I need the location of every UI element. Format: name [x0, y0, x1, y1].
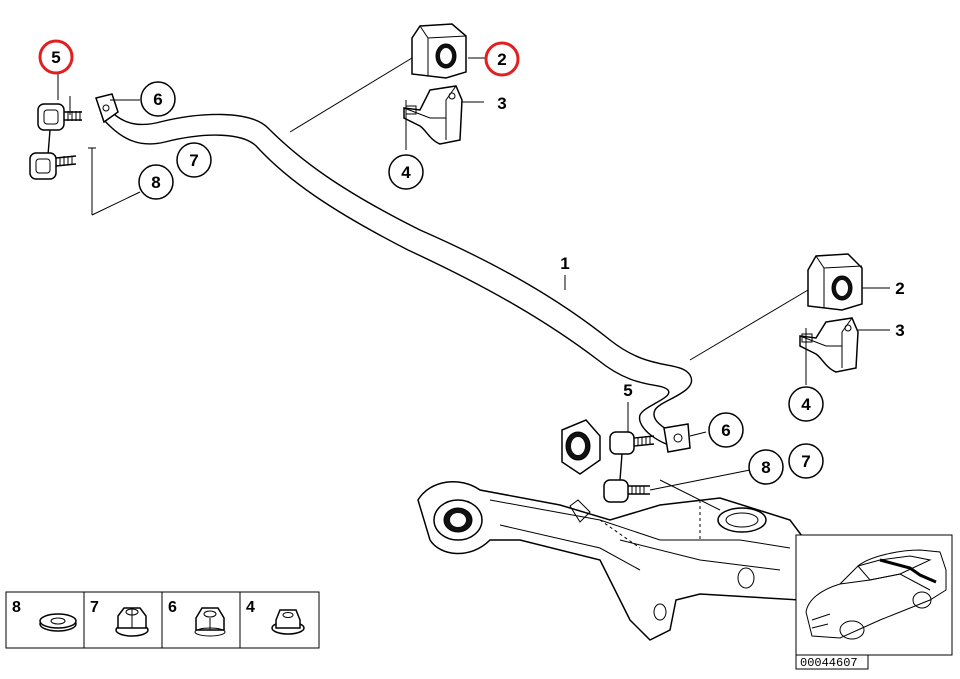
callout-4-right: 4 [788, 386, 824, 422]
callout-label: 7 [189, 151, 198, 170]
callout-5-right: 5 [623, 381, 632, 400]
callout-3-right: 3 [895, 321, 904, 340]
reference-number: 00044607 [800, 656, 858, 670]
callout-label: 2 [497, 50, 506, 69]
legend-cell-washer: 8 [12, 599, 77, 632]
left-bracket [403, 85, 463, 145]
callout-label: 6 [721, 421, 730, 440]
flange-nut-icon [271, 609, 305, 635]
callout-1: 1 [560, 254, 569, 273]
hex-nut-icon [194, 607, 226, 637]
callout-label: 8 [151, 173, 160, 192]
callout-6-right: 6 [708, 412, 744, 448]
callout-2-right: 2 [895, 279, 904, 298]
rear-axle-carrier [417, 481, 821, 641]
callout-8-top: 8 [138, 164, 174, 200]
hardware-legend: 8 7 6 4 [5, 591, 320, 649]
callout-2-top: 2 [484, 41, 520, 77]
callout-label: 6 [153, 90, 162, 109]
right-stabilizer-link [561, 419, 655, 503]
washer-icon [39, 613, 77, 632]
vehicle-locator-thumbnail [795, 534, 953, 656]
legend-cell-flange-nut: 4 [246, 599, 305, 635]
left-rubber-mounting [411, 23, 467, 79]
callout-label: 3 [895, 321, 904, 340]
callout-label: 8 [761, 458, 770, 477]
legend-label: 8 [12, 599, 21, 616]
callout-7-top: 7 [176, 142, 212, 178]
callout-label: 1 [560, 254, 569, 273]
left-stabilizer-link [29, 103, 82, 180]
callout-7-right: 7 [788, 443, 824, 479]
legend-label: 6 [168, 599, 177, 616]
callout-label: 5 [51, 48, 60, 67]
legend-cell-hex-nut: 6 [168, 599, 226, 637]
legend-cell-collar-nut: 7 [90, 599, 149, 637]
callout-label: 2 [895, 279, 904, 298]
leader-lines [57, 57, 890, 511]
legend-label: 7 [90, 599, 99, 616]
stabilizer-bar [95, 93, 693, 453]
callout-label: 3 [497, 94, 506, 113]
right-rubber-mounting [807, 253, 863, 311]
callout-8-right: 8 [748, 449, 784, 485]
callout-3-top: 3 [497, 94, 506, 113]
car-icon [805, 549, 947, 640]
right-bracket [799, 317, 859, 373]
callout-6-top: 6 [140, 81, 176, 117]
callout-4-top: 4 [388, 154, 424, 190]
legend-label: 4 [246, 599, 255, 616]
callout-label: 7 [801, 452, 810, 471]
collar-nut-icon [115, 607, 149, 637]
reference-number-box: 00044607 [795, 654, 869, 670]
callout-label: 4 [401, 163, 411, 182]
callout-label: 4 [801, 395, 811, 414]
callout-label: 5 [623, 381, 632, 400]
callout-5-top: 5 [38, 39, 74, 75]
